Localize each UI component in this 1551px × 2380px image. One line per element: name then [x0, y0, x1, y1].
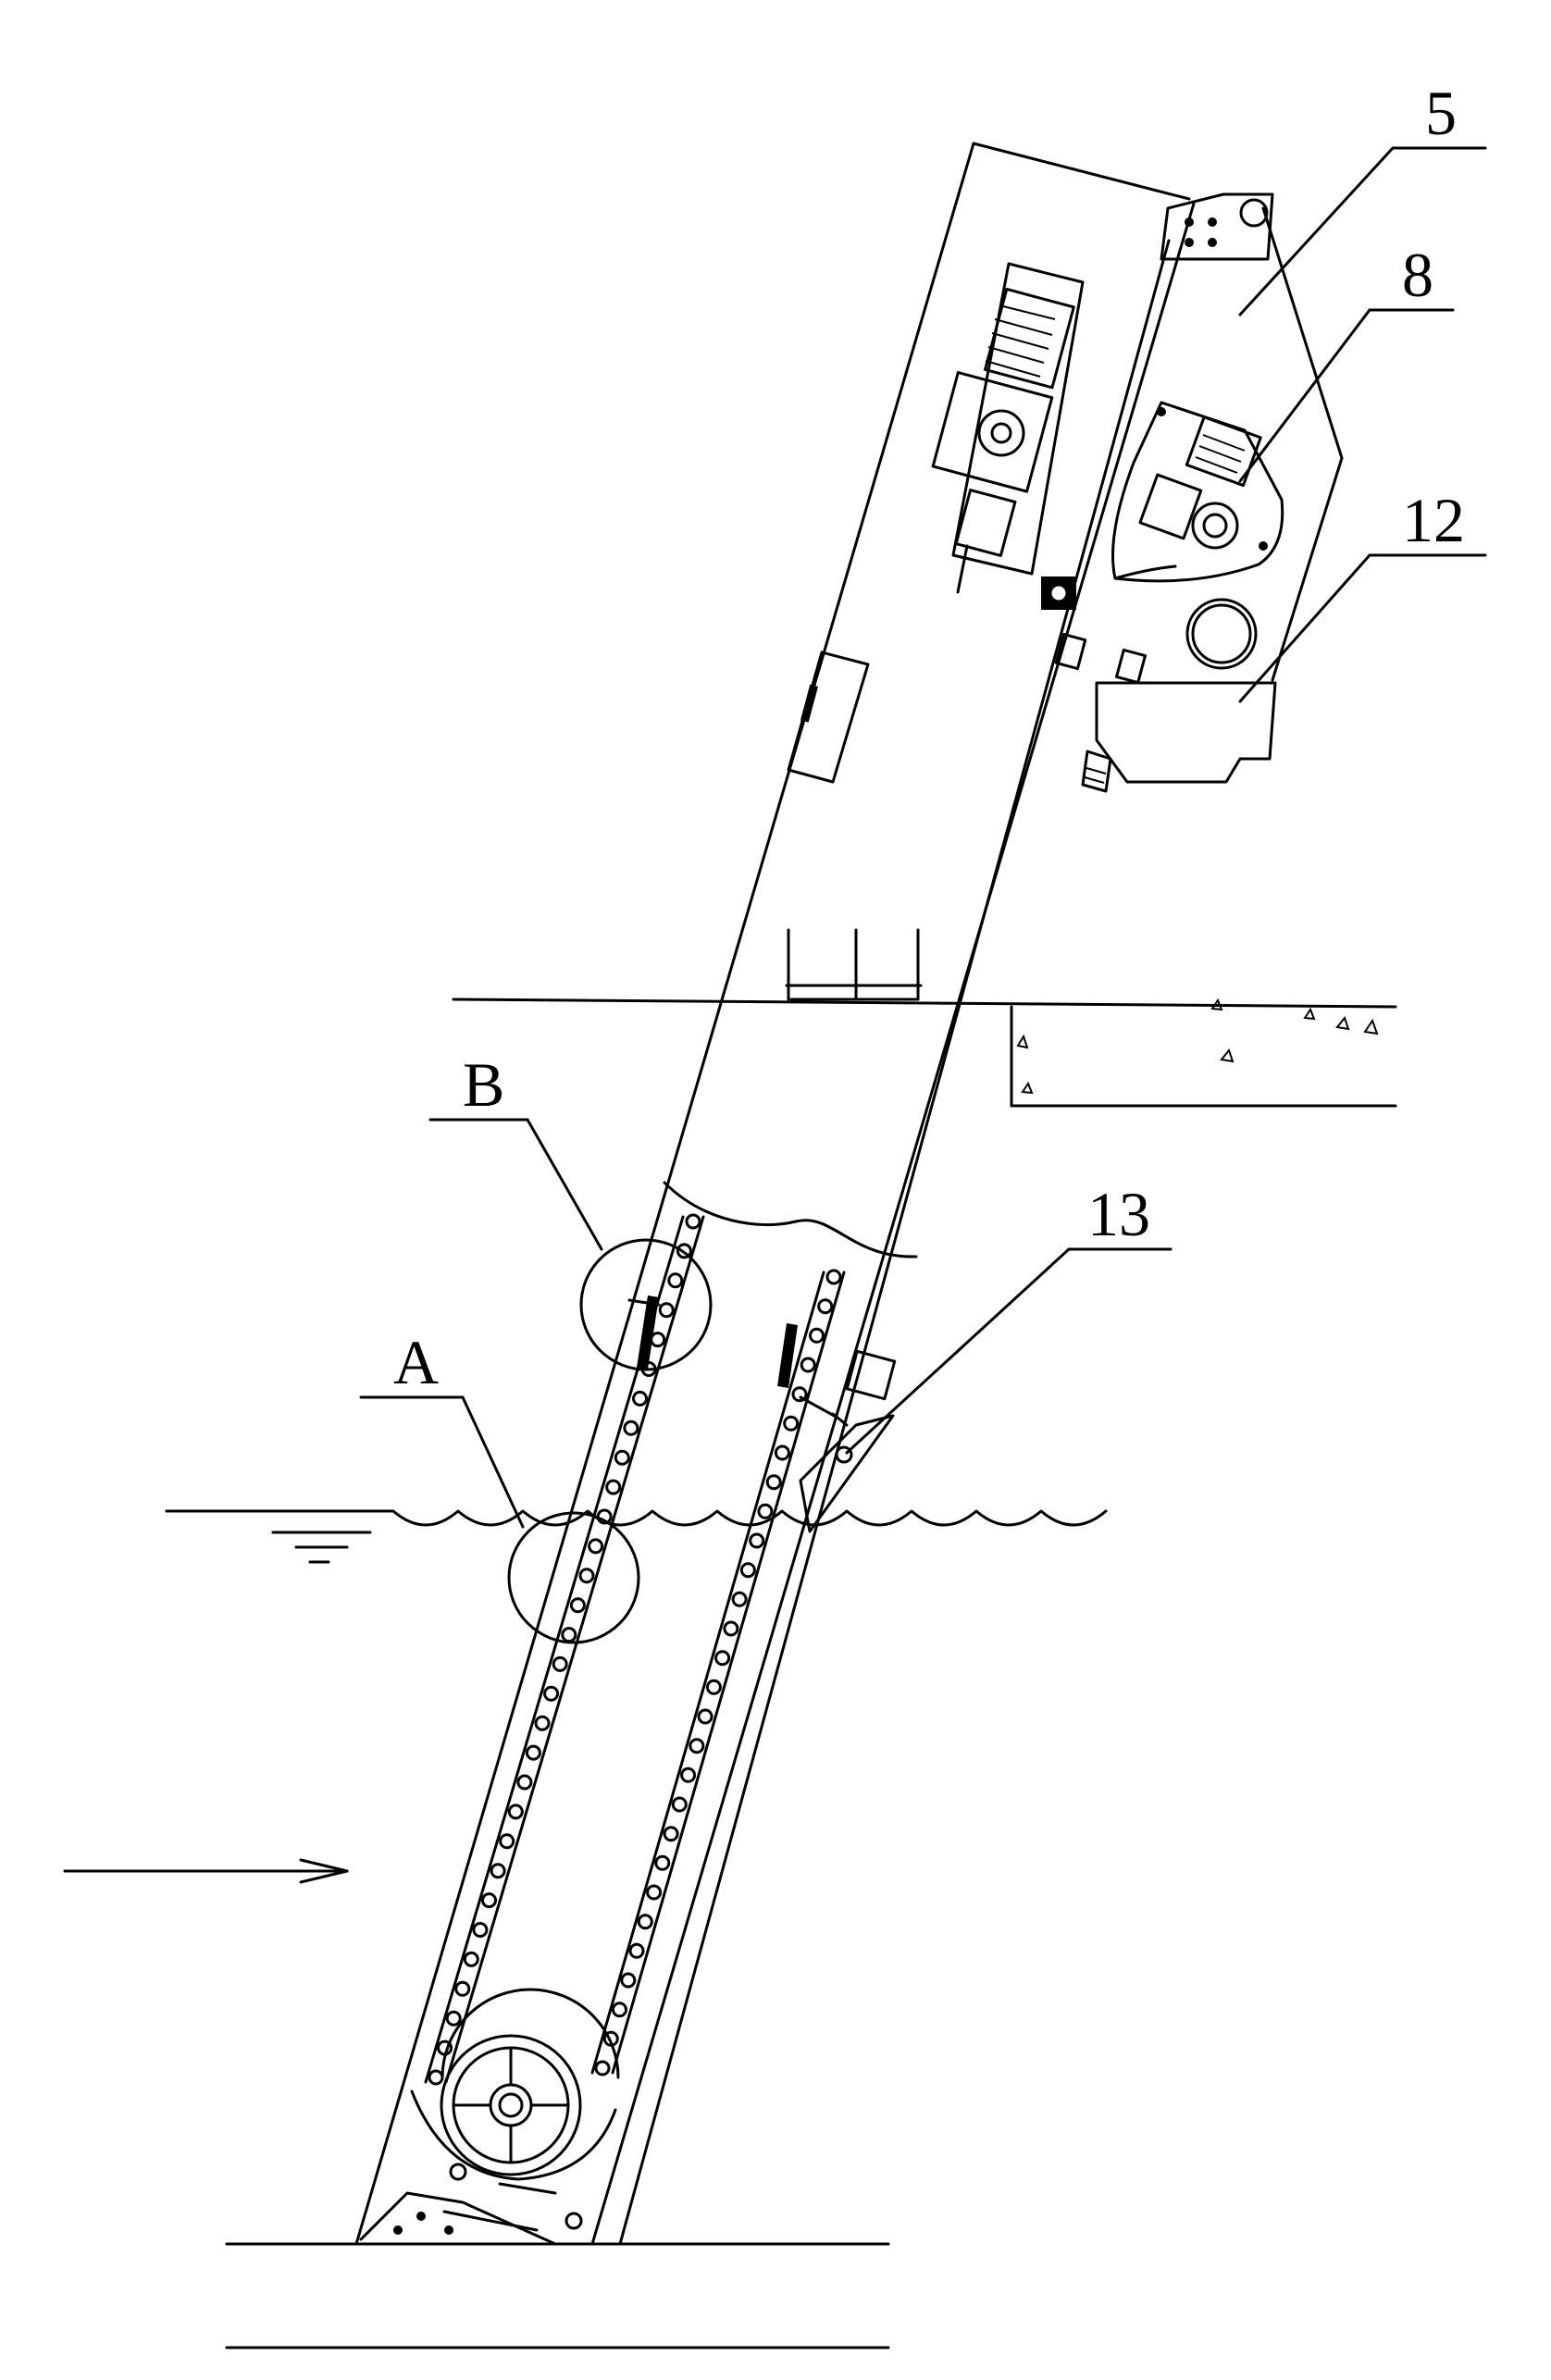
- chain-roller-right: [622, 1974, 635, 1987]
- chain-roller-left: [607, 1481, 620, 1494]
- deck: [453, 999, 1396, 1106]
- detail-circles: [509, 1240, 711, 1642]
- chain-roller-left: [634, 1392, 647, 1405]
- bottom-sprocket: [361, 1990, 618, 2244]
- chain-roller-right: [664, 1828, 677, 1841]
- chain-rollers: [429, 1215, 840, 2084]
- ring-fitting: [1187, 600, 1256, 668]
- chain-roller-right: [759, 1505, 772, 1518]
- top-bracket: [1161, 194, 1342, 680]
- chain-roller-right: [801, 1358, 814, 1371]
- chain-roller-right: [725, 1622, 738, 1635]
- chain-roller-right: [690, 1740, 703, 1753]
- chain-roller-right: [682, 1768, 695, 1781]
- labels: 5 8 12 B A 13: [393, 78, 1465, 1397]
- chain-roller-left: [669, 1274, 682, 1287]
- chain-roller-left: [571, 1599, 584, 1612]
- chain-roller-right: [630, 1944, 643, 1957]
- chain-roller-left: [553, 1657, 566, 1670]
- label-a: A: [393, 1327, 439, 1397]
- chain-roller-left: [465, 1952, 478, 1965]
- chain-roller-right: [596, 2062, 609, 2075]
- chain-roller-left: [615, 1451, 628, 1464]
- chain-roller-right: [673, 1798, 686, 1811]
- chain-roller-left: [518, 1776, 531, 1789]
- chain-roller-right: [656, 1856, 669, 1869]
- collection-hopper: [1083, 683, 1275, 791]
- chain-roller-left: [501, 1835, 514, 1848]
- chain-roller-left: [545, 1687, 558, 1700]
- flow-arrow: [65, 1860, 347, 1882]
- ground-lines: [227, 2244, 888, 2348]
- chain-roller-right: [767, 1476, 780, 1489]
- chain-roller-left: [651, 1333, 664, 1346]
- label-8: 8: [1402, 240, 1433, 310]
- label-b: B: [463, 1049, 504, 1120]
- gear-motor: [1113, 403, 1283, 581]
- chain-roller-left: [536, 1717, 549, 1729]
- chain-roller-left: [625, 1421, 638, 1434]
- railing: [787, 930, 921, 999]
- leader-lines: [361, 148, 1485, 1527]
- chain-roller-right: [648, 1886, 661, 1899]
- chain-roller-right: [776, 1446, 788, 1459]
- chain-roller-right: [785, 1417, 798, 1430]
- chain-roller-right: [699, 1710, 712, 1723]
- chain-roller-left: [660, 1304, 673, 1317]
- chain-roller-left: [447, 2012, 460, 2025]
- chain-roller-right: [741, 1564, 754, 1577]
- chain-roller-right: [811, 1329, 824, 1342]
- chain-roller-left: [589, 1540, 602, 1553]
- water-surface: [167, 1511, 1106, 1562]
- label-5: 5: [1425, 78, 1457, 148]
- top-motor-assembly: [933, 264, 1083, 592]
- chain-roller-left: [563, 1629, 576, 1642]
- chain-roller-right: [639, 1915, 651, 1928]
- chain-roller-right: [733, 1593, 746, 1605]
- chain-roller-right: [707, 1680, 720, 1693]
- access-panel: [788, 652, 868, 782]
- chain-roller-right: [751, 1534, 763, 1547]
- chain-roller-left: [509, 1805, 522, 1818]
- chain-roller-left: [491, 1865, 504, 1878]
- chain-roller-right: [716, 1652, 729, 1665]
- chain-roller-left: [687, 1215, 700, 1228]
- chain-roller-right: [614, 2003, 627, 2016]
- chain-roller-right: [819, 1300, 832, 1313]
- chain-roller-left: [456, 1982, 469, 1995]
- chain-roller-left: [429, 2071, 442, 2084]
- label-12: 12: [1402, 485, 1465, 555]
- chain-roller-left: [474, 1924, 487, 1937]
- chain-roller-left: [527, 1746, 540, 1759]
- chain-roller-left: [483, 1894, 496, 1907]
- label-13: 13: [1087, 1179, 1150, 1249]
- chain-roller-left: [580, 1569, 593, 1582]
- chain-roller-right: [827, 1271, 840, 1283]
